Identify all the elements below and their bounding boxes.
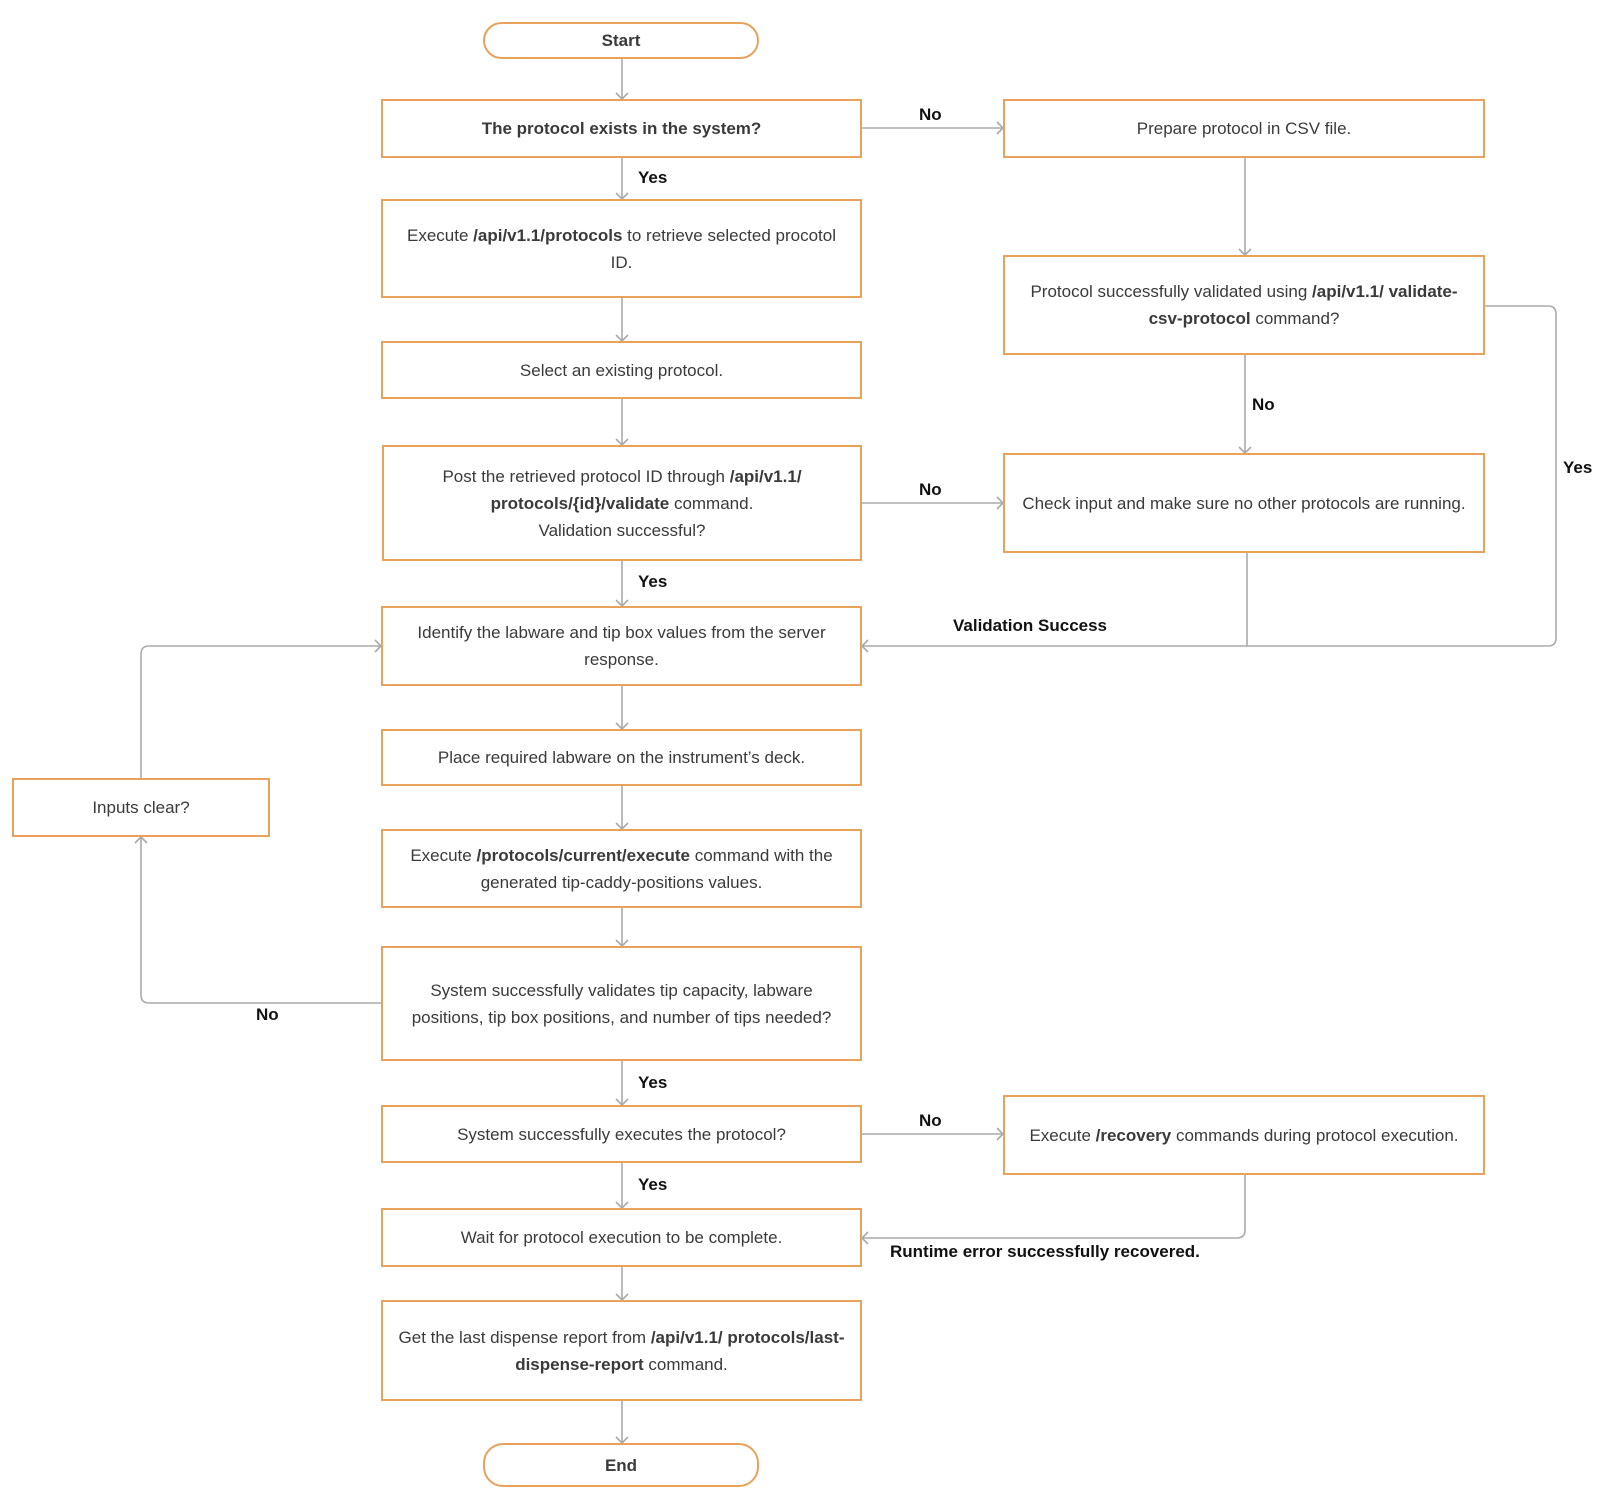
node-text-span: to retrieve selected procotol ID. bbox=[610, 225, 836, 272]
node-text: Get the last dispense report from /api/v… bbox=[383, 1324, 860, 1378]
node-text: System successfully executes the protoco… bbox=[443, 1121, 800, 1148]
node-text-span: The protocol exists in the system? bbox=[481, 119, 762, 138]
node-text: Execute /protocols/current/execute comma… bbox=[383, 842, 860, 896]
node-text-span: Check input and make sure no other proto… bbox=[1022, 493, 1466, 513]
node-text-span: End bbox=[604, 1455, 638, 1475]
decision-validate-tips: System successfully validates tip capaci… bbox=[381, 946, 862, 1061]
step-identify-labware: Identify the labware and tip box values … bbox=[381, 606, 862, 686]
label-yes-exists: Yes bbox=[638, 168, 668, 187]
edge-validate-no-to-inputs bbox=[140, 837, 381, 1004]
step-execute-protocols: Execute /api/v1.1/protocols to retrieve … bbox=[381, 199, 862, 298]
label-yes-validate-tips: Yes bbox=[638, 1073, 668, 1092]
node-text-span: Select an existing protocol. bbox=[519, 360, 724, 380]
node-text: Place required labware on the instrument… bbox=[424, 744, 819, 771]
step-place-labware: Place required labware on the instrument… bbox=[381, 729, 862, 786]
node-text-span: command? bbox=[1250, 309, 1340, 328]
node-text-span: Post the retrieved protocol ID through bbox=[442, 466, 730, 486]
node-text-bold: /api/v1.1/ protocols/{id}/validate bbox=[490, 466, 802, 513]
node-text-bold: /recovery bbox=[1095, 1125, 1172, 1145]
label-no-exists: No bbox=[919, 105, 942, 124]
step-execute-current: Execute /protocols/current/execute comma… bbox=[381, 829, 862, 908]
node-text-span: Wait for protocol execution to be comple… bbox=[460, 1228, 783, 1247]
node-text-span: Execute bbox=[1029, 1125, 1096, 1145]
node-text: Execute /api/v1.1/protocols to retrieve … bbox=[383, 222, 860, 276]
node-text-span: Prepare protocol in CSV file. bbox=[1136, 119, 1352, 138]
node-text-bold: /api/v1.1/protocols bbox=[473, 225, 623, 245]
edge-inputs-to-identify bbox=[140, 645, 381, 778]
node-text-span: Identify the labware and tip box values … bbox=[417, 623, 826, 669]
node-text-span: Place required labware on the instrument… bbox=[437, 748, 806, 767]
node-text-span: Validation successful? bbox=[538, 520, 706, 540]
node-text-bold: /api/v1.1/ protocols/last-dispense-repor… bbox=[515, 1327, 845, 1374]
step-prepare-csv: Prepare protocol in CSV file. bbox=[1003, 99, 1485, 158]
label-no-post: No bbox=[919, 480, 942, 499]
node-text-span: command. bbox=[643, 1354, 728, 1374]
label-runtime-recovered: Runtime error successfully recovered. bbox=[890, 1242, 1200, 1261]
step-recovery: Execute /recovery commands during protoc… bbox=[1003, 1095, 1485, 1175]
node-text-span: Execute bbox=[410, 845, 477, 865]
node-text: Prepare protocol in CSV file. bbox=[1123, 115, 1366, 142]
node-text: System successfully validates tip capaci… bbox=[383, 977, 860, 1031]
node-text: Post the retrieved protocol ID through /… bbox=[384, 463, 860, 544]
node-text-span: command with the generated tip-caddy-pos… bbox=[480, 845, 833, 892]
start-terminal: Start bbox=[483, 22, 759, 59]
step-last-dispense-report: Get the last dispense report from /api/v… bbox=[381, 1300, 862, 1401]
node-text-span: Protocol successfully validated using bbox=[1030, 282, 1313, 301]
node-text: Wait for protocol execution to be comple… bbox=[447, 1224, 797, 1251]
label-yes-executes: Yes bbox=[638, 1175, 668, 1194]
node-text: Start bbox=[588, 27, 655, 54]
node-text: Identify the labware and tip box values … bbox=[383, 619, 860, 673]
decision-csv-validated: Protocol successfully validated using /a… bbox=[1003, 255, 1485, 355]
node-text: End bbox=[591, 1452, 651, 1479]
node-text: Execute /recovery commands during protoc… bbox=[1015, 1122, 1472, 1149]
label-yes-post: Yes bbox=[638, 572, 668, 591]
label-no-validate-tips: No bbox=[256, 1005, 279, 1024]
step-check-input: Check input and make sure no other proto… bbox=[1003, 453, 1485, 553]
node-text-bold: /protocols/current/execute bbox=[476, 845, 690, 865]
label-yes-csv: Yes bbox=[1563, 458, 1593, 477]
node-text: Select an existing protocol. bbox=[506, 357, 737, 384]
node-text-span: Execute bbox=[407, 225, 474, 245]
edge-recovery-to-wait bbox=[862, 1175, 1246, 1239]
node-text-span: commands during protocol execution. bbox=[1171, 1125, 1459, 1145]
node-text: Check input and make sure no other proto… bbox=[1008, 490, 1479, 517]
node-text-span: Get the last dispense report from bbox=[398, 1327, 651, 1347]
edge-validated-yes-to-identify bbox=[1247, 305, 1557, 647]
node-text: Inputs clear? bbox=[78, 794, 203, 821]
label-validation-success: Validation Success bbox=[953, 616, 1108, 635]
node-text-span: System successfully executes the protoco… bbox=[457, 1124, 786, 1144]
decision-post-validate: Post the retrieved protocol ID through /… bbox=[382, 445, 862, 561]
node-text: Protocol successfully validated using /a… bbox=[1005, 278, 1483, 332]
decision-protocol-exists: The protocol exists in the system? bbox=[381, 99, 862, 158]
decision-executes-protocol: System successfully executes the protoco… bbox=[381, 1105, 862, 1163]
node-text-span: Inputs clear? bbox=[92, 798, 190, 817]
label-no-csv: No bbox=[1252, 395, 1275, 414]
label-no-executes: No bbox=[919, 1111, 942, 1130]
decision-inputs-clear: Inputs clear? bbox=[12, 778, 270, 837]
step-wait-complete: Wait for protocol execution to be comple… bbox=[381, 1208, 862, 1267]
node-text: The protocol exists in the system? bbox=[468, 115, 776, 142]
step-select-existing-protocol: Select an existing protocol. bbox=[381, 341, 862, 399]
node-text-span: System successfully validates tip capaci… bbox=[411, 980, 832, 1027]
end-terminal: End bbox=[483, 1443, 759, 1487]
node-text-bold: /api/v1.1/ validate-csv-protocol bbox=[1148, 282, 1458, 328]
node-text-span: command. bbox=[669, 493, 754, 513]
node-text-span: Start bbox=[601, 31, 641, 50]
